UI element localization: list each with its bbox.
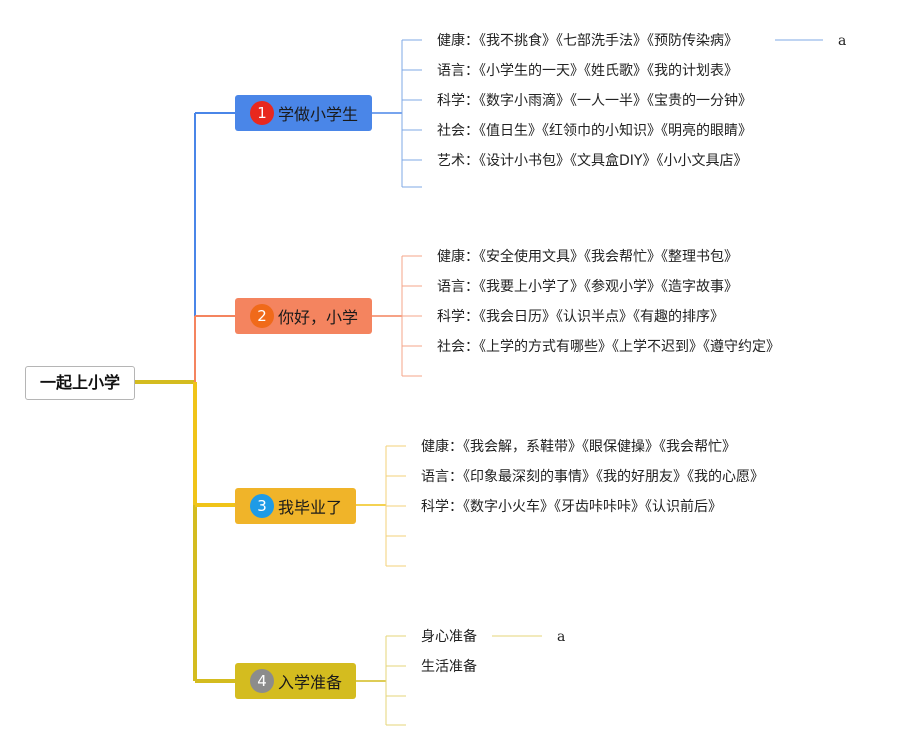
note-label: a [838,33,847,49]
topic-branch-2[interactable]: 2 你好，小学 [235,298,372,334]
leaf-item[interactable]: 科学：《数字小雨滴》《一人一半》《宝贵的一分钟》 [437,93,752,109]
topic-title: 学做小学生 [278,105,359,124]
topic-branch-3[interactable]: 3 我毕业了 [235,488,356,524]
leaf-item[interactable]: 科学：《我会日历》《认识半点》《有趣的排序》 [437,309,724,325]
leaf-item[interactable]: 语言：《印象最深刻的事情》《我的好朋友》《我的心愿》 [421,469,764,485]
number-badge-icon: 1 [250,101,274,125]
topic-title: 入学准备 [278,673,343,692]
leaf-item[interactable]: 科学：《数字小火车》《牙齿咔咔咔》《认识前后》 [421,499,722,515]
topic-branch-4[interactable]: 4 入学准备 [235,663,356,699]
topic-title: 我毕业了 [278,498,343,517]
topic-branch-1[interactable]: 1 学做小学生 [235,95,372,131]
leaf-item[interactable]: 生活准备 [421,659,477,675]
leaf-item[interactable]: 语言：《我要上小学了》《参观小学》《造字故事》 [437,279,738,295]
leaf-item[interactable]: 身心准备 [421,629,477,645]
leaf-item[interactable]: 社会：《上学的方式有哪些》《上学不迟到》《遵守约定》 [437,339,780,355]
topic-title: 你好，小学 [278,308,359,327]
note-label: a [557,629,566,645]
leaf-item[interactable]: 语言：《小学生的一天》《姓氏歌》《我的计划表》 [437,63,738,79]
number-badge-icon: 4 [250,669,274,693]
number-badge-icon: 2 [250,304,274,328]
leaf-item[interactable]: 健康：《安全使用文具》《我会帮忙》《整理书包》 [437,249,738,265]
number-badge-icon: 3 [250,494,274,518]
leaf-item[interactable]: 健康：《我不挑食》《七部洗手法》《预防传染病》 [437,33,738,49]
leaf-item[interactable]: 社会：《值日生》《红领巾的小知识》《明亮的眼睛》 [437,123,752,139]
leaf-item[interactable]: 艺术：《设计小书包》《文具盒DIY》《小小文具店》 [437,153,748,169]
leaf-item[interactable]: 健康：《我会解，系鞋带》《眼保健操》《我会帮忙》 [421,439,736,455]
root-topic[interactable]: 一起上小学 [25,366,135,400]
